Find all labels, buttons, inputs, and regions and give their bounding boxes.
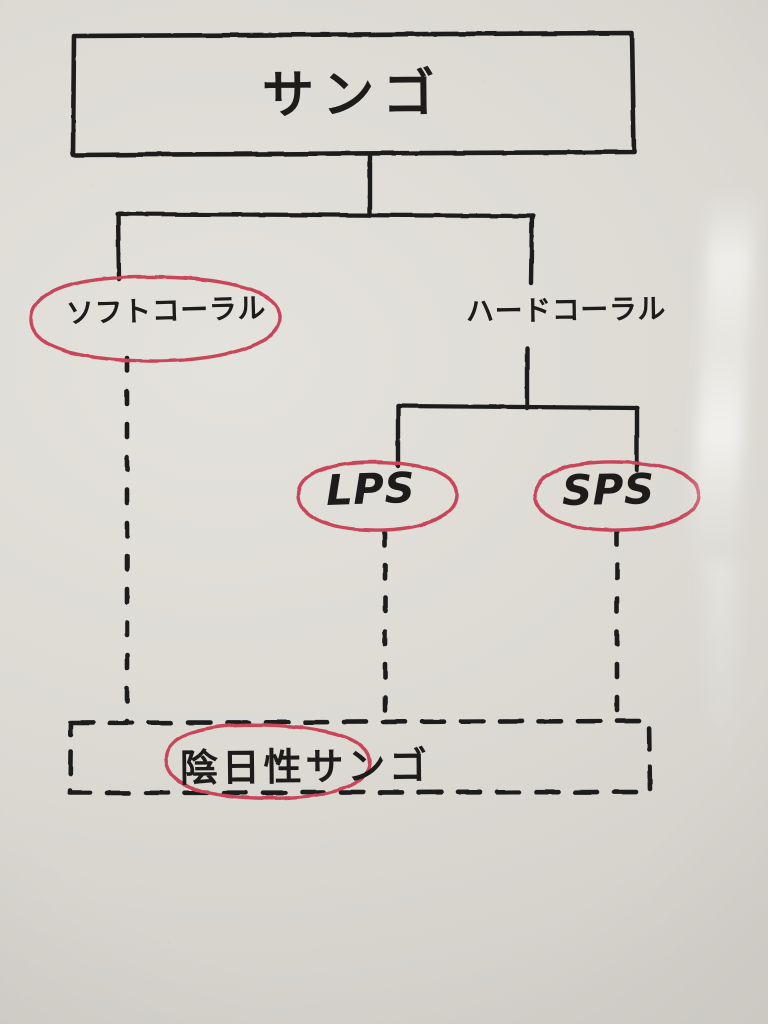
node-label-sps: SPS: [561, 464, 655, 515]
node-label-soft-coral: ソフトコーラル: [65, 291, 267, 330]
title-node-label: サンゴ: [261, 64, 444, 126]
bottom-dashed-box-outline: [67, 718, 653, 796]
connector-split-bar-2: [395, 403, 641, 411]
red-ellipse-bottom-term: [164, 723, 372, 800]
red-ellipse-lps: [296, 460, 459, 532]
connector-split-to-soft-coral: [115, 211, 122, 282]
node-label-bottom-box: 陰日性サンゴ: [179, 743, 432, 791]
node-label-hard-coral: ハードコーラル: [465, 292, 667, 328]
node-label-lps: LPS: [325, 462, 416, 515]
connector-split-to-hard-coral: [528, 213, 535, 286]
title-box-outline: [70, 30, 637, 158]
red-ellipse-soft-coral: [29, 275, 282, 363]
connector-split-bar-1: [114, 211, 536, 219]
